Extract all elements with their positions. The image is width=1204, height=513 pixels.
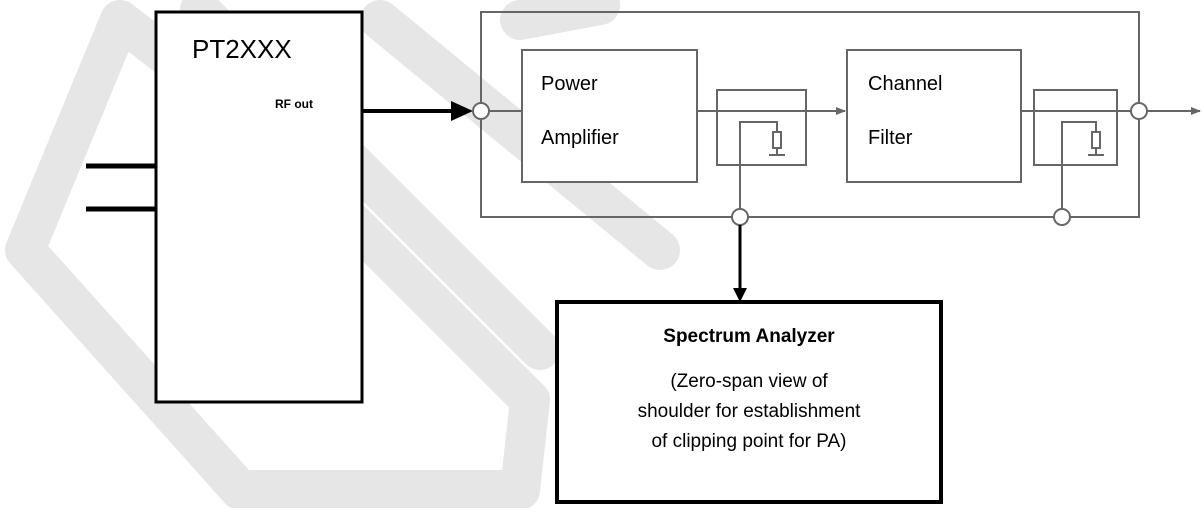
description-line-3: of clipping point for PA) <box>651 431 847 452</box>
channel-filter-label-line2: Filter <box>868 127 913 149</box>
power-amplifier-block <box>521 49 698 183</box>
spectrum-analyzer-description: (Zero-span view of shoulder for establis… <box>557 367 941 457</box>
rf-out-arrowhead <box>451 101 473 121</box>
channel-filter-block <box>846 49 1022 183</box>
fixture-output-port <box>1130 102 1148 120</box>
spectrum-analyzer-title: Spectrum Analyzer <box>663 326 835 347</box>
dut-block <box>154 10 364 404</box>
channel-filter-label-line1: Channel <box>868 73 943 95</box>
spectrum-analyzer-text: Spectrum Analyzer (Zero-span view of sho… <box>557 302 941 502</box>
power-amplifier-label-line1: Power <box>541 73 598 95</box>
fixture-input-port <box>472 102 490 120</box>
rf-out-label: RF out <box>275 97 313 111</box>
coupled-port-2 <box>1053 208 1071 226</box>
spectrum-analyzer-block <box>555 300 943 504</box>
dut-title: PT2XXX <box>192 34 292 64</box>
description-line-2: shoulder for establishment <box>637 401 861 422</box>
coupler-2 <box>1021 89 1131 213</box>
coupled-port-1 <box>731 208 749 226</box>
coupler-1 <box>697 89 807 213</box>
analyzer-feed-arrowhead <box>733 288 747 302</box>
power-amplifier-label-line2: Amplifier <box>541 127 619 149</box>
description-line-1: (Zero-span view of <box>670 371 828 392</box>
